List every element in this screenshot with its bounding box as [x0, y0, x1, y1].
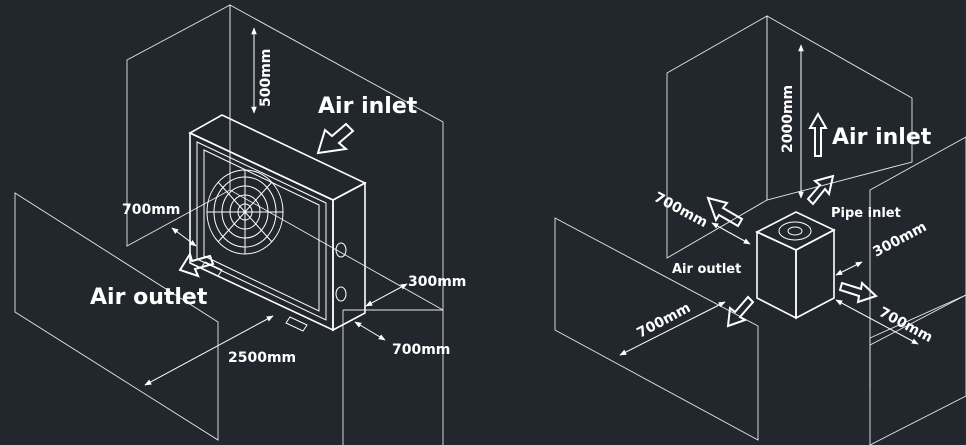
- right-air-outlet-arrow-down-icon: [726, 295, 755, 328]
- right-dim-front-left-label: 700mm: [634, 300, 693, 342]
- right-air-outlet-arrow-left-icon: [706, 196, 744, 228]
- left-dim-right-gap-label: 300mm: [408, 274, 466, 290]
- right-front-wall-right: [869, 294, 966, 445]
- right-dim-right-label: 300mm: [870, 219, 929, 261]
- left-figure: Air inlet Air outlet 500mm 700mm 300mm 7…: [14, 4, 466, 445]
- right-dim-right-line: [835, 261, 863, 276]
- left-dim-front-label: 2500mm: [228, 350, 296, 366]
- left-dim-right-gap-line: [365, 283, 408, 307]
- right-air-inlet-arrow-icon: [806, 174, 835, 206]
- fan-top-icon: [778, 221, 812, 241]
- left-dim-side-line: [171, 227, 197, 247]
- left-air-outlet-label: Air outlet: [90, 285, 208, 310]
- right-dim-front-left-line: [619, 301, 726, 356]
- fan-grille-icon: [206, 169, 284, 255]
- right-dim-front-right-line: [835, 299, 919, 345]
- port-lower-icon: [335, 286, 347, 302]
- right-dim-front-right-label: 700mm: [876, 304, 935, 346]
- left-dim-side-label: 700mm: [122, 202, 180, 218]
- left-air-outlet-arrow-icon: [178, 251, 215, 278]
- right-air-outlet-arrow-right-icon: [838, 281, 878, 304]
- right-dim-back-left-line: [711, 222, 751, 245]
- left-dim-front-right-label: 700mm: [392, 342, 450, 358]
- left-air-inlet-arrow-icon: [316, 122, 355, 155]
- left-dim-front-line: [144, 315, 274, 386]
- left-air-inlet-label: Air inlet: [318, 94, 418, 119]
- left-back-walls: [126, 4, 444, 445]
- right-front-wall-left: [554, 217, 759, 441]
- port-upper-icon: [335, 242, 347, 258]
- right-dim-back-left-label: 700mm: [651, 189, 710, 231]
- right-air-inlet-arrow-top-icon: [808, 111, 828, 157]
- right-air-inlet-label: Air inlet: [832, 125, 932, 150]
- right-figure: Air inlet Air outlet Pipe inlet 2000mm 7…: [554, 15, 966, 445]
- right-pipe-inlet-label: Pipe inlet: [831, 206, 901, 221]
- left-front-wall: [14, 192, 219, 441]
- left-dim-top-label: 500mm: [258, 49, 274, 107]
- left-dim-front-right-line: [354, 321, 386, 341]
- right-air-outlet-label: Air outlet: [672, 262, 741, 277]
- right-dim-top-label: 2000mm: [780, 85, 796, 153]
- left-heat-pump-unit: [188, 114, 367, 332]
- right-heat-pump-unit: [755, 211, 836, 320]
